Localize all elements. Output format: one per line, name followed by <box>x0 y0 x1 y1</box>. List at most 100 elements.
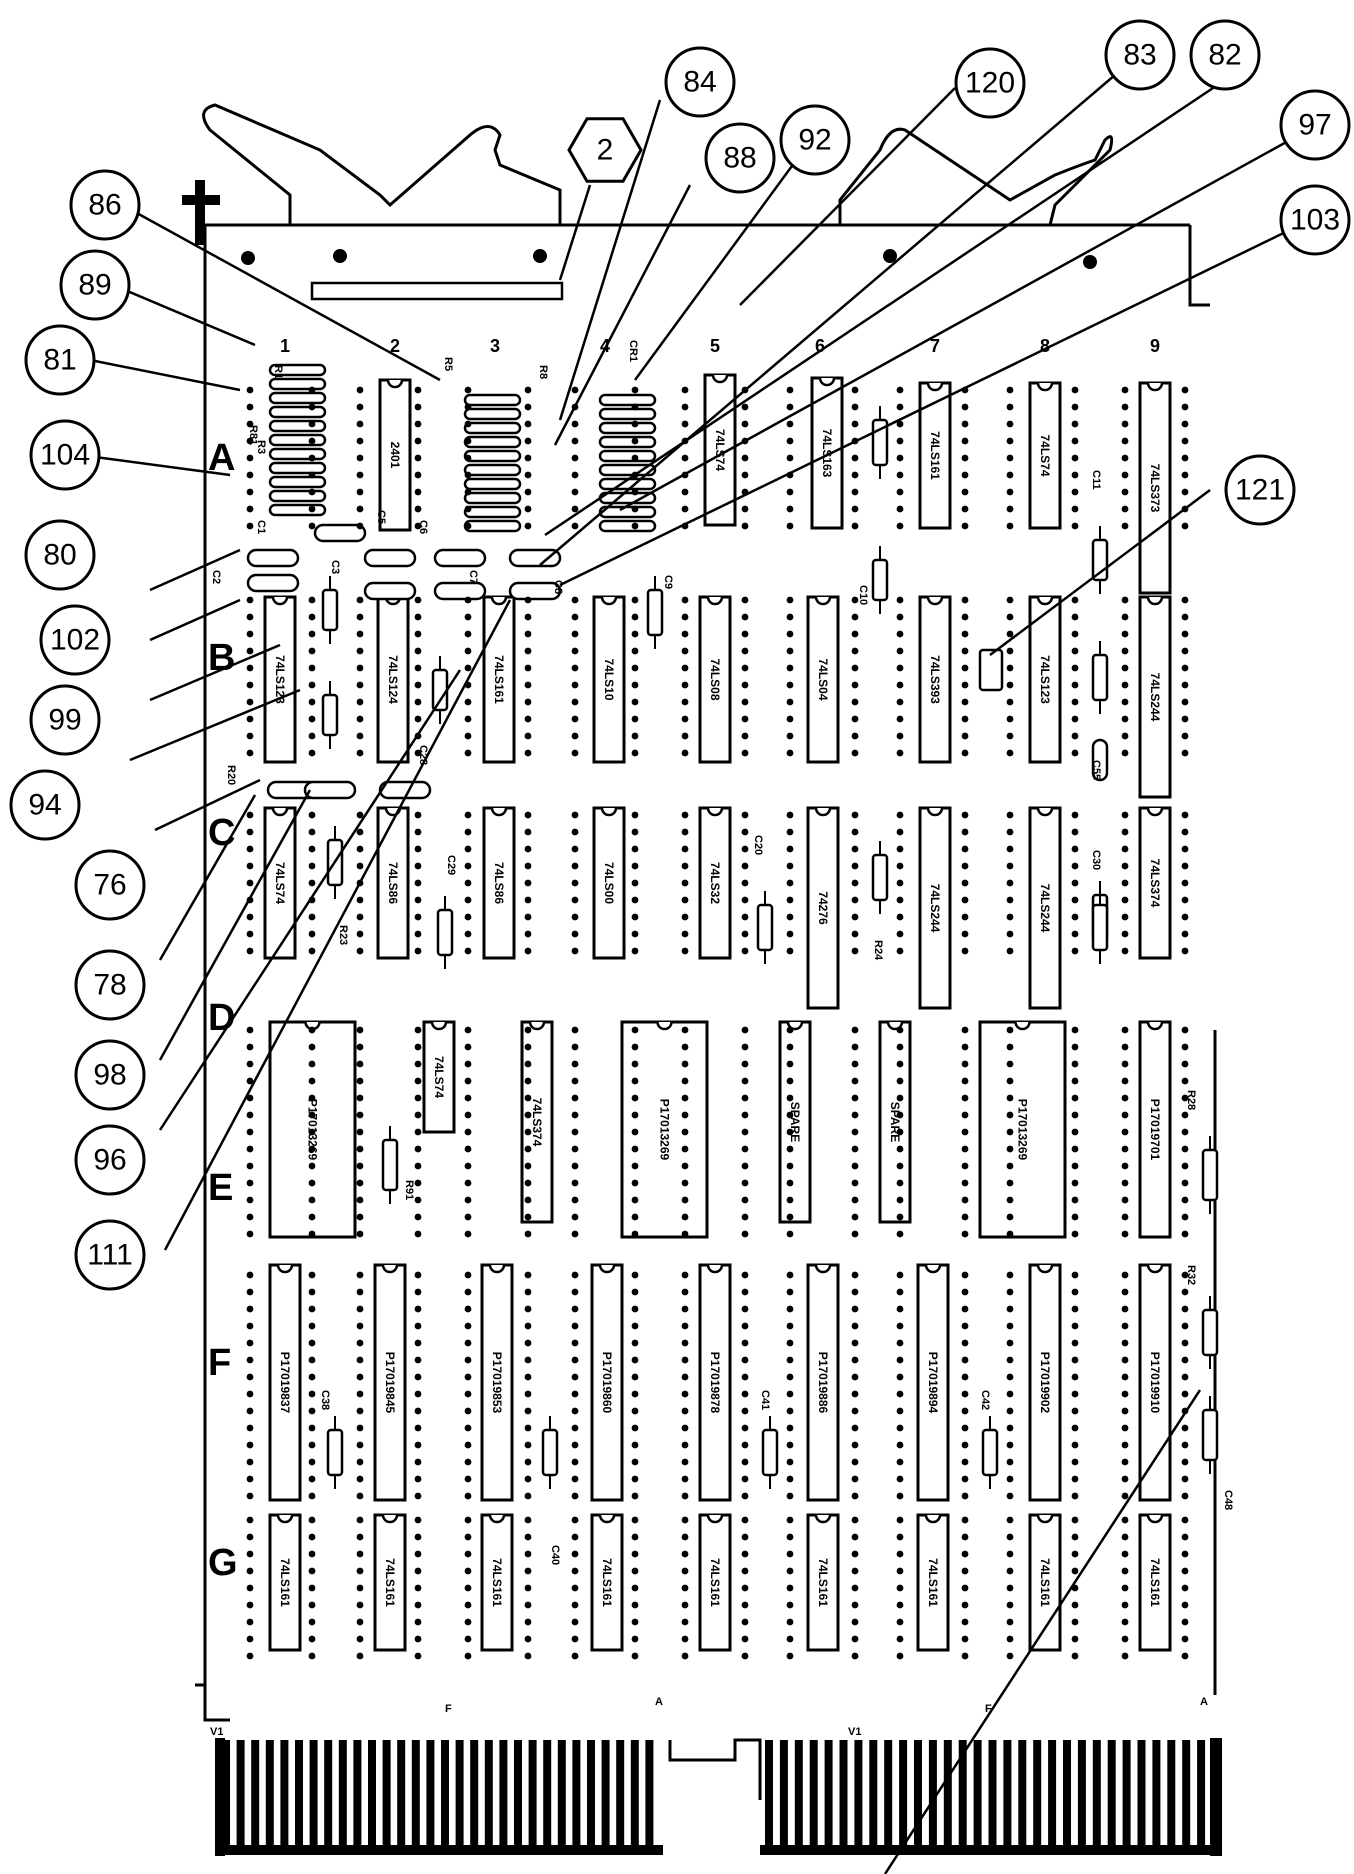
chip-f-5: P17019878 <box>698 1263 732 1502</box>
chip-d-3: 74LS374 <box>520 1020 554 1224</box>
chip-f-1: P17019837 <box>268 1263 302 1502</box>
callout-120: 120 <box>954 47 1026 119</box>
chip-b-3: 74LS161 <box>482 595 516 764</box>
ref-r8: R8 <box>537 365 549 379</box>
chip-g-8: 74LS161 <box>1028 1513 1062 1652</box>
capacitor-3 <box>363 548 417 568</box>
chip-label: 74LS124 <box>386 655 400 704</box>
chip-b-2: 74LS124 <box>376 595 410 764</box>
chip-label: SPARE <box>788 1102 802 1142</box>
chip-a-6: 74LS373 <box>1138 381 1172 595</box>
axial-part-14 <box>381 1126 399 1204</box>
chip-g-2: 74LS161 <box>373 1513 407 1652</box>
axial-part-7 <box>871 841 889 914</box>
callout-89: 89 <box>59 249 131 321</box>
row-label-F: F <box>208 1342 231 1384</box>
chip-c-7: 74LS244 <box>918 806 952 1010</box>
callout-111: 111 <box>74 1219 146 1291</box>
ref-cr1: CR1 <box>627 340 639 362</box>
chip-g-7: 74LS161 <box>916 1513 950 1652</box>
capacitor-7 <box>508 548 562 568</box>
chip-label: 74LS161 <box>816 1558 830 1607</box>
callout-92: 92 <box>779 104 851 176</box>
chip-label: P17019910 <box>1148 1352 1162 1414</box>
chip-label: 74LS374 <box>530 1098 544 1147</box>
edge-label-3: F <box>985 1703 992 1715</box>
leader-line-2 <box>124 288 256 347</box>
axial-part-2 <box>871 546 889 614</box>
chip-g-5: 74LS161 <box>698 1513 732 1652</box>
chip-label: 74LS244 <box>928 884 942 933</box>
leader-line-20 <box>544 78 1226 537</box>
callout-number: 111 <box>87 1239 133 1272</box>
chip-label: P17019894 <box>926 1352 940 1414</box>
ref-r1: R1 <box>272 365 284 379</box>
callout-number: 86 <box>88 189 121 222</box>
axial-part-1 <box>871 406 889 479</box>
axial-part-21 <box>981 1416 999 1489</box>
chip-c-2: 74LS86 <box>376 806 410 960</box>
callout-number: 121 <box>1235 474 1285 507</box>
callout-number: 92 <box>798 124 831 157</box>
chip-label: 74LS04 <box>816 658 830 700</box>
chip-a-4: 74LS161 <box>918 381 952 530</box>
axial-part-8 <box>756 891 774 964</box>
leader-line-22 <box>559 223 1301 587</box>
ref-c3: C3 <box>329 560 341 574</box>
row-label-D: D <box>208 997 235 1039</box>
callout-88: 88 <box>704 122 776 194</box>
callout-98: 98 <box>74 1039 146 1111</box>
callout-2: 2 <box>567 117 643 183</box>
edge-label-4: A <box>1200 1696 1208 1708</box>
leader-line-1 <box>134 210 441 382</box>
callout-121: 121 <box>1224 454 1296 526</box>
callout-number: 81 <box>43 344 76 377</box>
column-label-8: 8 <box>1040 336 1050 356</box>
chip-label: 74LS86 <box>492 862 506 904</box>
pad-field <box>246 386 1189 1660</box>
chip-b-1: 74LS123 <box>263 595 297 764</box>
leader-line-13 <box>163 599 512 1251</box>
leader-line-8 <box>129 688 301 762</box>
callout-number: 89 <box>78 269 111 302</box>
edge-label-5: V1 <box>210 1726 223 1738</box>
ref-c41: C41 <box>759 1390 771 1410</box>
chip-d-2: 74LS74 <box>422 1020 456 1134</box>
chip-b-4: 74LS10 <box>592 595 626 764</box>
chip-label: 74LS32 <box>708 862 722 904</box>
chip-label: 74LS00 <box>602 862 616 904</box>
column-label-5: 5 <box>710 336 720 356</box>
callout-number: 98 <box>93 1059 126 1092</box>
ref-c9: C9 <box>662 575 674 589</box>
edge-label-2: A <box>655 1696 663 1708</box>
chip-label: P17013269 <box>658 1099 672 1161</box>
callouts: 8689811048010299947678989611128488921208… <box>9 19 1351 1291</box>
chip-label: 74LS123 <box>1038 655 1052 704</box>
axial-part-9 <box>436 896 454 969</box>
axial-part-17 <box>1201 1396 1219 1474</box>
leader-line-9 <box>154 778 261 832</box>
chip-b-9: 74LS244 <box>1138 595 1172 799</box>
chip-f-3: P17019853 <box>480 1263 514 1502</box>
callout-number: 96 <box>93 1144 126 1177</box>
ref-c29: C29 <box>445 855 457 875</box>
chip-c-9: 74LS374 <box>1138 806 1172 960</box>
column-label-1: 1 <box>280 336 290 356</box>
callout-104: 104 <box>29 419 101 491</box>
ref-c7: C7 <box>467 570 479 584</box>
capacitor-8 <box>508 581 562 601</box>
row-label-B: B <box>208 637 235 679</box>
row-label-G: G <box>208 1542 238 1584</box>
leader-line-21 <box>619 138 1291 512</box>
callout-number: 83 <box>1123 39 1156 72</box>
chip-label: 74LS161 <box>490 1558 504 1607</box>
mounting-holes <box>241 249 1097 301</box>
ref-c1: C1 <box>255 520 267 534</box>
column-label-6: 6 <box>815 336 825 356</box>
ref-c48: C48 <box>1222 1490 1234 1510</box>
callout-84: 84 <box>664 46 736 118</box>
callout-number: 88 <box>723 142 756 175</box>
capacitor-1 <box>246 548 300 568</box>
